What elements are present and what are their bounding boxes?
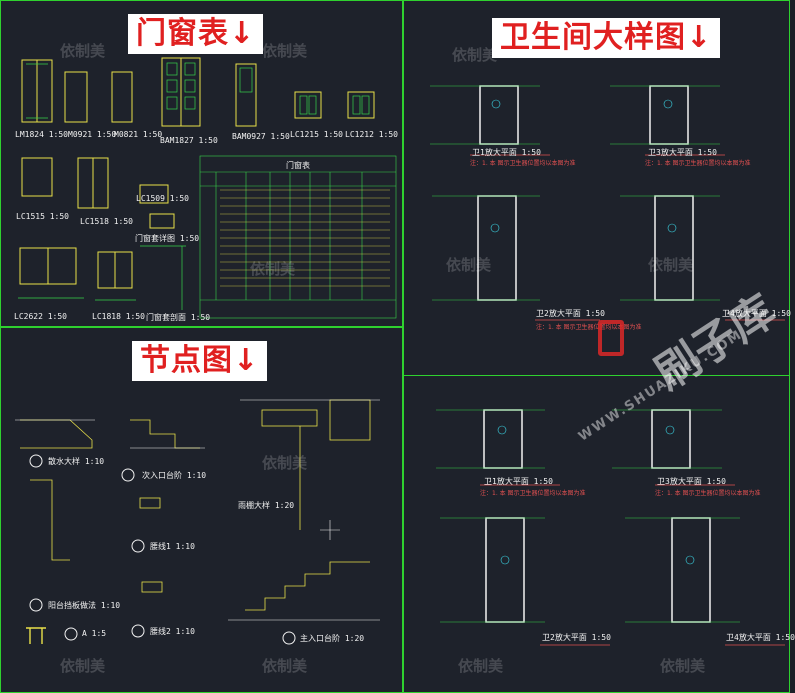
door-label: LC1515 1:50 <box>16 212 69 221</box>
doors-windows-panel <box>0 0 403 327</box>
bath-label: 卫4放大平面 1:50 <box>722 309 791 318</box>
door-label: BAM0927 1:50 <box>232 132 290 141</box>
bathroom-panel <box>403 0 790 693</box>
watermark-text: 依制美 <box>648 256 694 274</box>
watermark-text: 依制美 <box>446 256 492 274</box>
nodes-banner: 节点图↓ <box>132 341 268 381</box>
door-label: 门窗套剖面 1:50 <box>146 313 211 322</box>
bath-note: 注：1. 本 图示卫生器位置均以本图为准 <box>645 160 751 167</box>
doors-windows-banner: 门窗表↓ <box>128 14 264 54</box>
bath-label: 卫2放大平面 1:50 <box>536 309 605 318</box>
watermark-text: 依制美 <box>262 42 308 60</box>
watermark-text: 依制美 <box>262 657 308 675</box>
node-label: 雨棚大样 1:20 <box>238 501 295 510</box>
brush-icon <box>598 320 624 356</box>
bath-label: 卫2放大平面 1:50 <box>542 633 611 642</box>
node-label: 腰线2 1:10 <box>150 627 195 636</box>
watermark-text: 依制美 <box>458 657 504 675</box>
bath-label: 卫4放大平面 1:50 <box>726 633 795 642</box>
door-label: M0821 1:50 <box>114 130 163 139</box>
door-label: LC1509 1:50 <box>136 194 189 203</box>
door-label: LC2622 1:50 <box>14 312 67 321</box>
watermark-text: 依制美 <box>660 657 706 675</box>
bath-note: 注：1. 本 图示卫生器位置均以本图为准 <box>480 490 586 497</box>
door-label: LM1824 1:50 <box>15 130 68 139</box>
watermark-text: 依制美 <box>452 46 498 64</box>
watermark-text: 依制美 <box>60 42 106 60</box>
node-label: 主入口台阶 1:20 <box>300 634 365 643</box>
node-label: 次入口台阶 1:10 <box>142 471 207 480</box>
door-label: LC1518 1:50 <box>80 217 133 226</box>
bath-label: 卫3放大平面 1:50 <box>657 477 726 486</box>
bath-note: 注：1. 本 图示卫生器位置均以本图为准 <box>655 490 761 497</box>
door-label: M0921 1:50 <box>68 130 117 139</box>
bath-note: 注：1. 本 图示卫生器位置均以本图为准 <box>536 324 642 331</box>
watermark-text: 依制美 <box>262 454 308 472</box>
door-label: 门窗套详图 1:50 <box>135 234 200 243</box>
node-label: 散水大样 1:10 <box>48 457 105 466</box>
node-label: 阳台挡板做法 1:10 <box>48 601 121 610</box>
bath-label: 卫1放大平面 1:50 <box>472 148 541 157</box>
node-label: A 1:5 <box>82 629 107 638</box>
door-label: LC1212 1:50 <box>345 130 398 139</box>
door-label: LC1215 1:50 <box>290 130 343 139</box>
door-table-title: 门窗表 <box>286 161 310 170</box>
node-label: 腰线1 1:10 <box>150 542 195 551</box>
watermark-text: 依制美 <box>250 260 296 278</box>
bath-label: 卫3放大平面 1:50 <box>648 148 717 157</box>
bathroom-banner: 卫生间大样图↓ <box>492 18 721 58</box>
door-label: LC1818 1:50 <box>92 312 145 321</box>
bathroom-divider <box>403 375 790 376</box>
bath-note: 注：1. 本 图示卫生器位置均以本图为准 <box>470 160 576 167</box>
door-label: BAM1827 1:50 <box>160 136 218 145</box>
bath-label: 卫1放大平面 1:50 <box>484 477 553 486</box>
watermark-text: 依制美 <box>60 657 106 675</box>
